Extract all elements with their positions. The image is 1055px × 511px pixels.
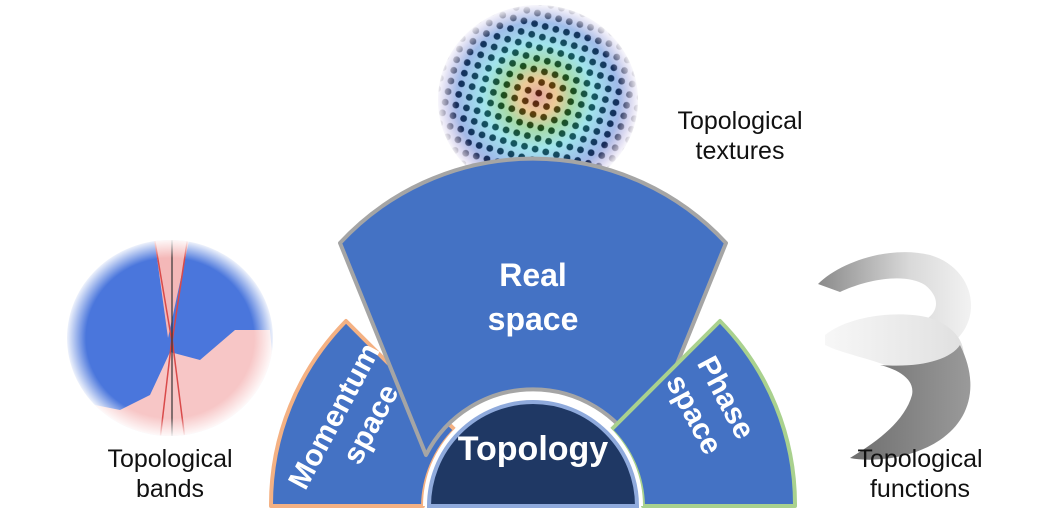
topology-center [423,396,643,508]
caption-line: textures [695,137,785,165]
topology-label: Topology [458,430,609,468]
real-space-segment [338,156,728,457]
caption-line: bands [135,475,205,503]
topological-textures-caption: Topological textures [650,106,830,166]
skyrmion-texture-illustration [436,3,640,197]
caption-line: Topological [857,445,983,473]
real-space-label-line1: Real [499,257,567,293]
band-structure-illustration [65,238,275,438]
real-space-label-line2: space [488,301,579,337]
topological-bands-caption: Topological bands [80,444,260,504]
topological-functions-caption: Topological functions [830,444,1010,504]
spiral-function-illustration [818,252,972,460]
caption-line: functions [869,475,971,503]
caption-line: Topological [677,107,803,135]
caption-line: Topological [107,445,233,473]
